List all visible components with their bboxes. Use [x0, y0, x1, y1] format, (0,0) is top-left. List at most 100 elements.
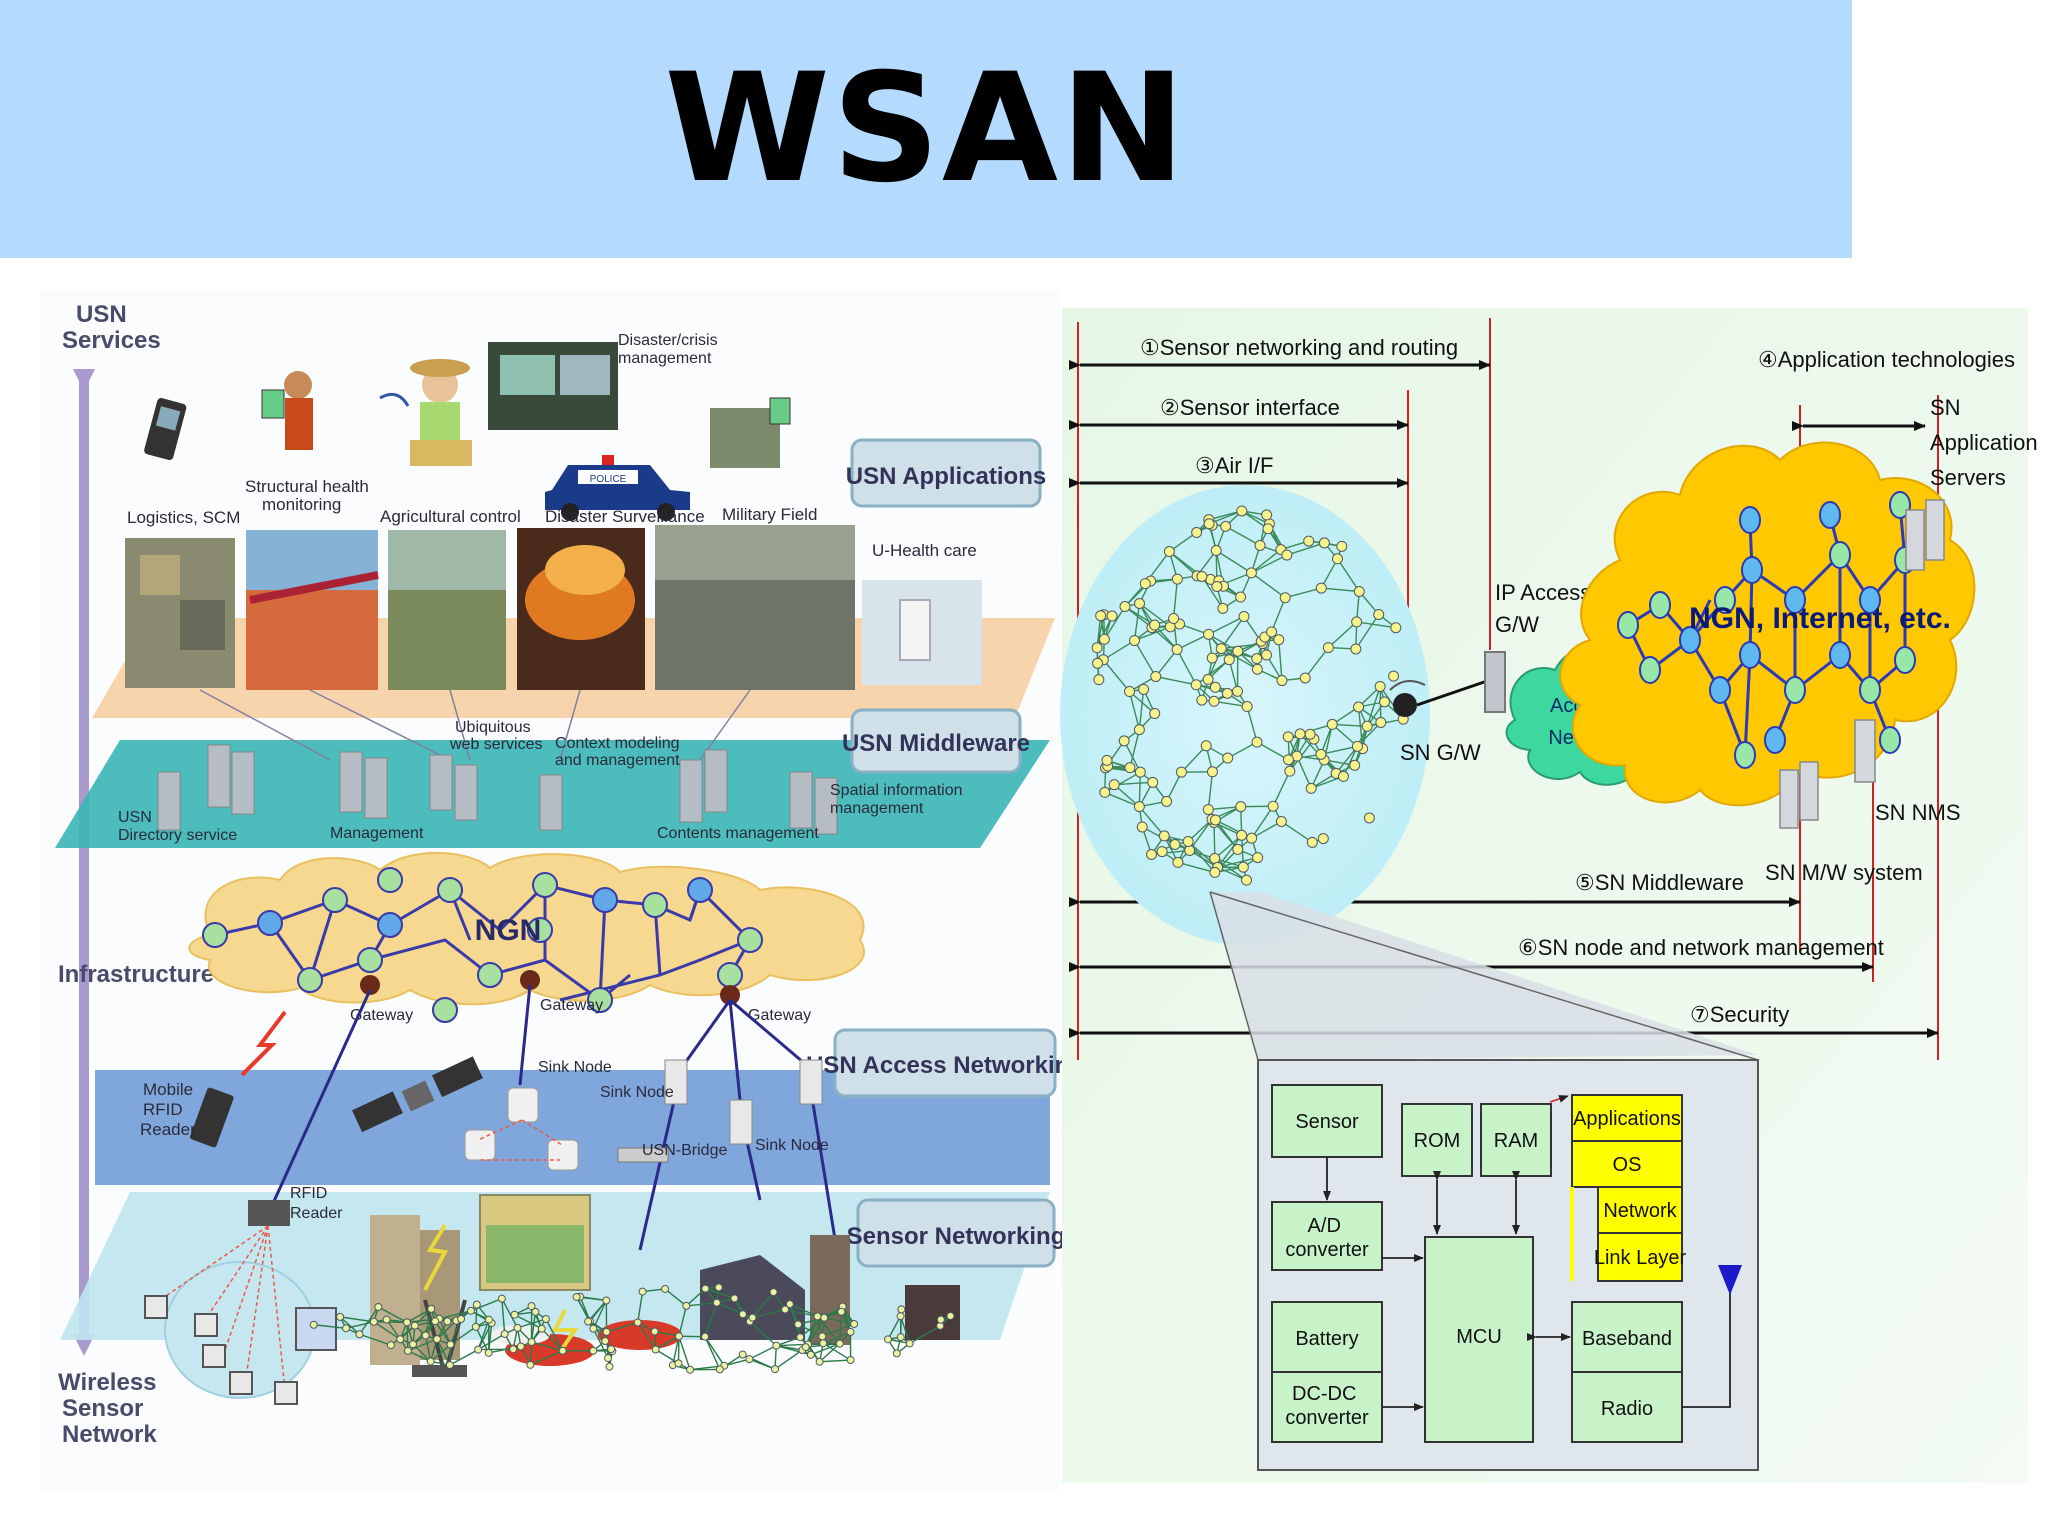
svg-text:Contents management: Contents management [657, 825, 819, 842]
mesh-link [1207, 771, 1214, 810]
sensor-node [1236, 505, 1248, 517]
svg-text:Disaster Surveillance: Disaster Surveillance [545, 507, 705, 526]
sensor-node [1215, 643, 1227, 655]
mesh-link [1250, 572, 1286, 599]
mesh-link [1272, 770, 1291, 807]
sensor-node [1235, 801, 1247, 813]
node-block-arrows [1323, 1157, 1731, 1411]
sensor-node [1203, 628, 1215, 640]
sensor-node [1304, 728, 1316, 740]
sensor-node [1191, 526, 1203, 538]
sensor-node [427, 1304, 436, 1313]
sensor-node [1294, 728, 1306, 740]
svg-text:NGN, Internet, etc.: NGN, Internet, etc. [1689, 602, 1951, 635]
mesh-link [1251, 554, 1288, 574]
sensor-networking-panel: Sensor Networking [847, 1198, 1065, 1268]
sensor-node [892, 1349, 901, 1358]
sensor-node [819, 1339, 828, 1348]
sensor-node [421, 1331, 430, 1340]
mesh-link [749, 1345, 777, 1360]
mesh-link [799, 1317, 825, 1338]
ad-converter-block [1271, 1201, 1383, 1271]
sensor-node [1262, 523, 1274, 535]
sensor-node [1353, 701, 1365, 713]
sensor-node [1163, 546, 1175, 558]
mesh-link [1278, 639, 1283, 681]
sn-gateway-node [1393, 693, 1417, 717]
sink-node-device [799, 1059, 823, 1105]
sensor-node [1168, 613, 1180, 625]
gateways: Gateway Gateway Gateway [350, 970, 811, 1024]
mesh-link [475, 1326, 490, 1354]
sensor-node [801, 1343, 810, 1352]
mesh-link [1356, 722, 1382, 747]
mesh-link [797, 1323, 823, 1337]
sensor-node [769, 1288, 778, 1297]
sensor-node [1172, 856, 1184, 868]
sensor-node [410, 1321, 419, 1330]
sensor-node [1284, 765, 1296, 777]
sensor-node [1196, 694, 1208, 706]
mesh-link [1250, 549, 1282, 574]
sensor-node [1252, 852, 1264, 864]
sn-mw-server [1799, 761, 1819, 821]
mesh-link [378, 1306, 408, 1323]
sensor-node [1266, 626, 1278, 638]
sensor-node [850, 1319, 859, 1328]
sensor-node [445, 1361, 454, 1370]
infrastructure-label: Infrastructure [58, 961, 214, 988]
sensor-node [748, 1313, 757, 1322]
sensor-node [701, 1332, 710, 1341]
mesh-link [789, 1303, 818, 1318]
svg-text:②Sensor interface: ②Sensor interface [1160, 395, 1340, 420]
sensor-node [1099, 786, 1111, 798]
sensor-node [426, 1357, 435, 1366]
sensor-node [661, 1284, 670, 1293]
mesh-link [406, 1322, 409, 1351]
mesh-link [1320, 558, 1339, 589]
sensor-node [1251, 736, 1263, 748]
sensor-node [1305, 782, 1317, 794]
sensor-node [738, 1350, 747, 1359]
mesh-link [345, 1321, 375, 1329]
sensor-node [572, 1292, 581, 1301]
sensor-node [1306, 836, 1318, 848]
mesh-link [530, 1350, 563, 1366]
sensor-node [1349, 759, 1361, 771]
svg-text:ROM: ROM [1414, 1130, 1461, 1152]
mesh-link [678, 1336, 691, 1370]
sensor-node [431, 1317, 440, 1326]
buildings [370, 1194, 960, 1365]
sensor-node [1275, 815, 1287, 827]
sensor-node [1124, 686, 1136, 698]
sensor-node [1232, 685, 1244, 697]
svg-text:U-Health care: U-Health care [872, 541, 977, 560]
mesh-link [887, 1315, 902, 1340]
sensor-node [781, 1305, 790, 1314]
mesh-link [654, 1330, 680, 1337]
sensor-node [835, 1339, 844, 1348]
svg-text:Military Field: Military Field [722, 505, 817, 524]
mesh-link [407, 1338, 438, 1352]
sensor-node [1175, 766, 1187, 778]
sensor-node [1184, 844, 1196, 856]
mesh-link [606, 1321, 638, 1333]
usn-access-networking-panel: USN Access Networking [806, 1028, 1084, 1098]
mesh-link [1246, 706, 1258, 743]
sensor-node [633, 1318, 642, 1327]
slide-title: WSAN [664, 42, 1188, 216]
svg-text:Disaster/crisis manage: Disaster/crisis management [618, 332, 722, 367]
mesh-link [1217, 834, 1243, 868]
svg-text:Link Layer: Link Layer [1594, 1247, 1687, 1269]
svg-text:Agricultural control: Agricultural control [380, 507, 521, 526]
sn-app-server [1905, 509, 1925, 571]
sensor-node [432, 1335, 441, 1344]
usn-applications-panel: USN Applications [846, 438, 1046, 508]
mesh-link [816, 1315, 841, 1345]
sensor-node [601, 1337, 610, 1346]
sensor-node [1101, 754, 1113, 766]
sensor-node [1190, 679, 1202, 691]
mesh-link [1228, 640, 1262, 661]
sensor-node [466, 1306, 475, 1315]
mesh-link [774, 1349, 803, 1370]
